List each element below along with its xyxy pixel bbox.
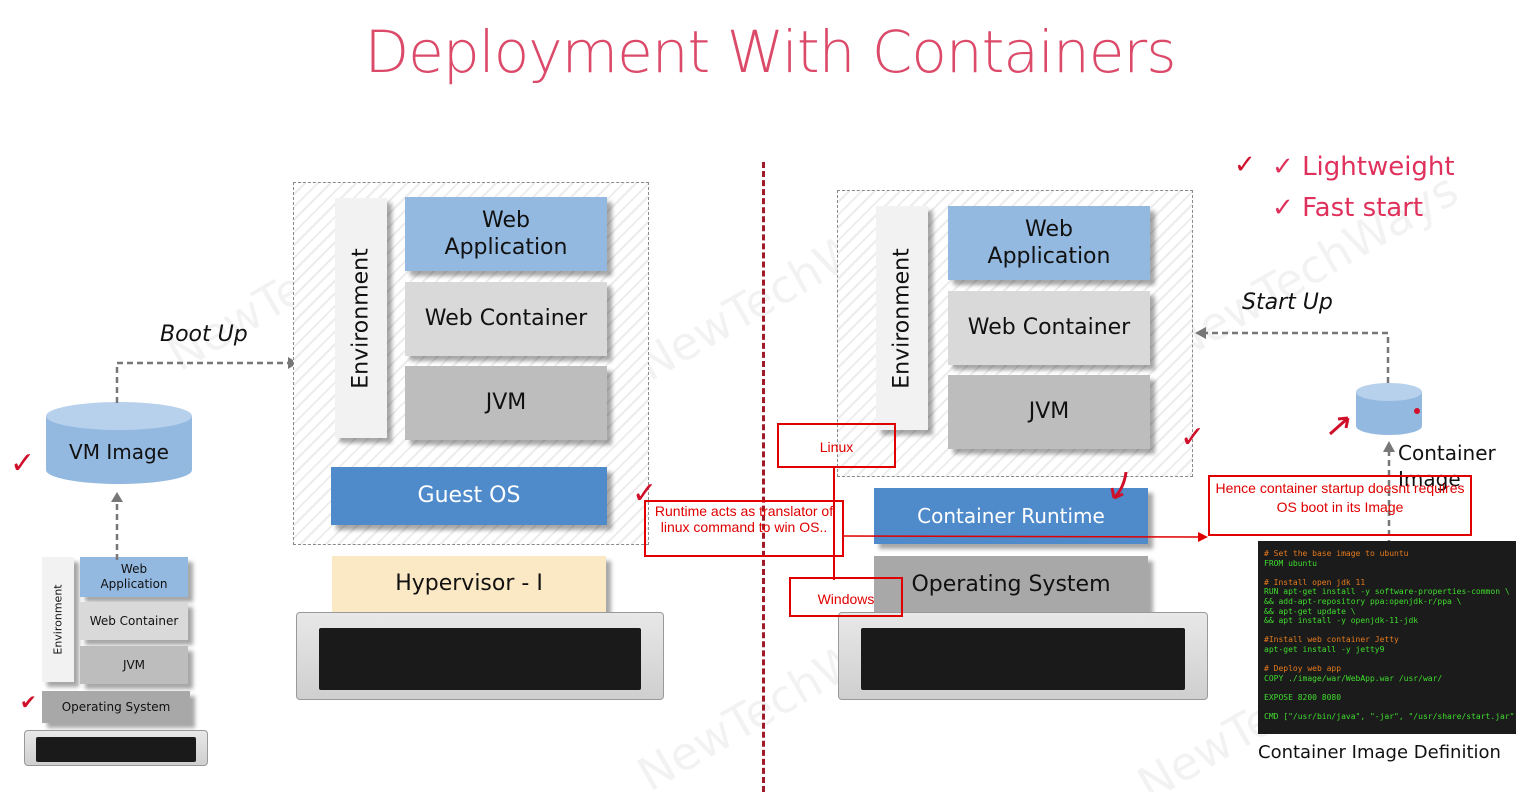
vm-image-cylinder [46, 402, 192, 484]
benefit-fast-start: Fast start [1302, 193, 1424, 223]
vm-web-application-label: Web Application [444, 207, 568, 261]
small-environment-bar: Environment [42, 557, 74, 682]
small-server-image [24, 730, 208, 766]
container-web-application-block: Web Application [948, 206, 1150, 280]
code-line: apt-get install -y jetty9 [1264, 644, 1385, 654]
hypervisor-block: Hypervisor - I [332, 556, 606, 612]
linux-annotation: Linux [777, 423, 896, 468]
code-line [1264, 568, 1510, 578]
red-arrow-icon [1329, 416, 1350, 436]
container-environment-label: Environment [889, 247, 915, 389]
vm-web-application-block: Web Application [405, 197, 607, 271]
vm-environment-bar: Environment [335, 198, 387, 438]
check-mark-icon: ✓ [10, 446, 36, 481]
code-line: # Install open jdk 11 [1264, 577, 1366, 587]
small-web-container-label: Web Container [89, 613, 179, 628]
code-line: CMD ["/usr/bin/java", "-jar", "/usr/shar… [1264, 712, 1516, 722]
slide-title: Deployment With Containers [364, 18, 1177, 86]
code-line: FROM ubuntu [1264, 558, 1317, 568]
small-web-application-block: Web Application [80, 557, 188, 597]
code-line: # Deploy web app [1264, 664, 1342, 674]
code-line [1264, 626, 1510, 636]
runtime-note-annotation: Runtime acts as translator of linux comm… [644, 500, 844, 557]
vm-jvm-block: JVM [405, 366, 607, 440]
hypervisor-label: Hypervisor - I [395, 571, 543, 597]
container-web-container-block: Web Container [948, 291, 1150, 365]
small-operating-system-label: Operating System [61, 699, 171, 714]
start-up-arrow [1195, 327, 1390, 383]
container-jvm-block: JVM [948, 375, 1150, 449]
check-mark-icon: ✔ [20, 690, 37, 714]
code-line: && add-apt-repository ppa:openjdk-r/ppa … [1264, 596, 1462, 606]
container-image-label: Container Image [1398, 441, 1496, 491]
startup-note-annotation: Hence container startup doesnt requires … [1208, 475, 1472, 536]
code-line: RUN apt-get install -y software-properti… [1264, 587, 1510, 597]
check-mark-icon: ✓ [1234, 150, 1256, 180]
small-jvm-block: JVM [80, 646, 188, 684]
boot-up-label: Boot Up [160, 322, 248, 347]
code-line: COPY ./image/war/WebApp.war /usr/war/ [1264, 673, 1443, 683]
code-line: # Set the base image to ubuntu [1264, 549, 1409, 558]
container-environment-bar: Environment [876, 206, 928, 430]
small-web-application-label: Web Application [100, 562, 168, 591]
container-web-application-label: Web Application [987, 216, 1111, 270]
vm-jvm-label: JVM [485, 390, 527, 416]
section-divider [762, 162, 765, 792]
container-runtime-label: Container Runtime [917, 503, 1105, 528]
vm-image-label: VM Image [69, 440, 169, 464]
check-icon: ✓ [1272, 193, 1303, 223]
small-operating-system-block: Operating System [42, 691, 190, 723]
vm-web-container-block: Web Container [405, 282, 607, 356]
image-def-arrow [1383, 441, 1395, 546]
red-arrow-icon [1110, 471, 1128, 500]
image-definition-caption: Container Image Definition [1258, 742, 1501, 763]
vm-web-container-label: Web Container [424, 306, 588, 332]
operating-system-block: Operating System [874, 556, 1148, 614]
up-arrow-icon [111, 492, 123, 560]
container-runtime-block: Container Runtime [874, 488, 1148, 544]
boot-up-arrow [115, 357, 298, 403]
guest-os-label: Guest OS [417, 483, 521, 509]
small-jvm-label: JVM [122, 657, 146, 672]
code-line [1264, 703, 1510, 713]
benefit-item: ✓ Lightweight [1272, 152, 1455, 182]
code-line: #Install web container Jetty [1264, 635, 1399, 645]
vm-server-image [296, 612, 664, 700]
check-mark-icon: ✓ [1180, 420, 1206, 455]
windows-annotation: Windows [789, 577, 903, 617]
code-line: EXPOSE 8200 8080 [1264, 692, 1342, 702]
small-environment-label: Environment [51, 584, 65, 655]
start-up-label: Start Up [1242, 290, 1333, 315]
container-server-image [838, 612, 1208, 700]
vm-environment-label: Environment [348, 247, 374, 389]
linux-windows-connector [833, 468, 835, 580]
container-image-cylinder [1356, 383, 1422, 435]
guest-os-block: Guest OS [331, 467, 607, 525]
benefit-item: ✓ Fast start [1272, 193, 1423, 223]
code-line: && apt-get update \ [1264, 606, 1356, 616]
container-web-container-label: Web Container [967, 315, 1131, 341]
runtime-note-arrow [844, 532, 1208, 542]
container-jvm-label: JVM [1028, 399, 1070, 425]
check-icon: ✓ [1272, 152, 1303, 182]
code-line [1264, 683, 1510, 693]
small-web-container-block: Web Container [80, 602, 188, 640]
benefit-lightweight: Lightweight [1302, 152, 1455, 182]
code-line: && apt install -y openjdk-11-jdk [1264, 616, 1419, 626]
operating-system-label: Operating System [911, 572, 1111, 598]
code-line [1264, 655, 1510, 665]
